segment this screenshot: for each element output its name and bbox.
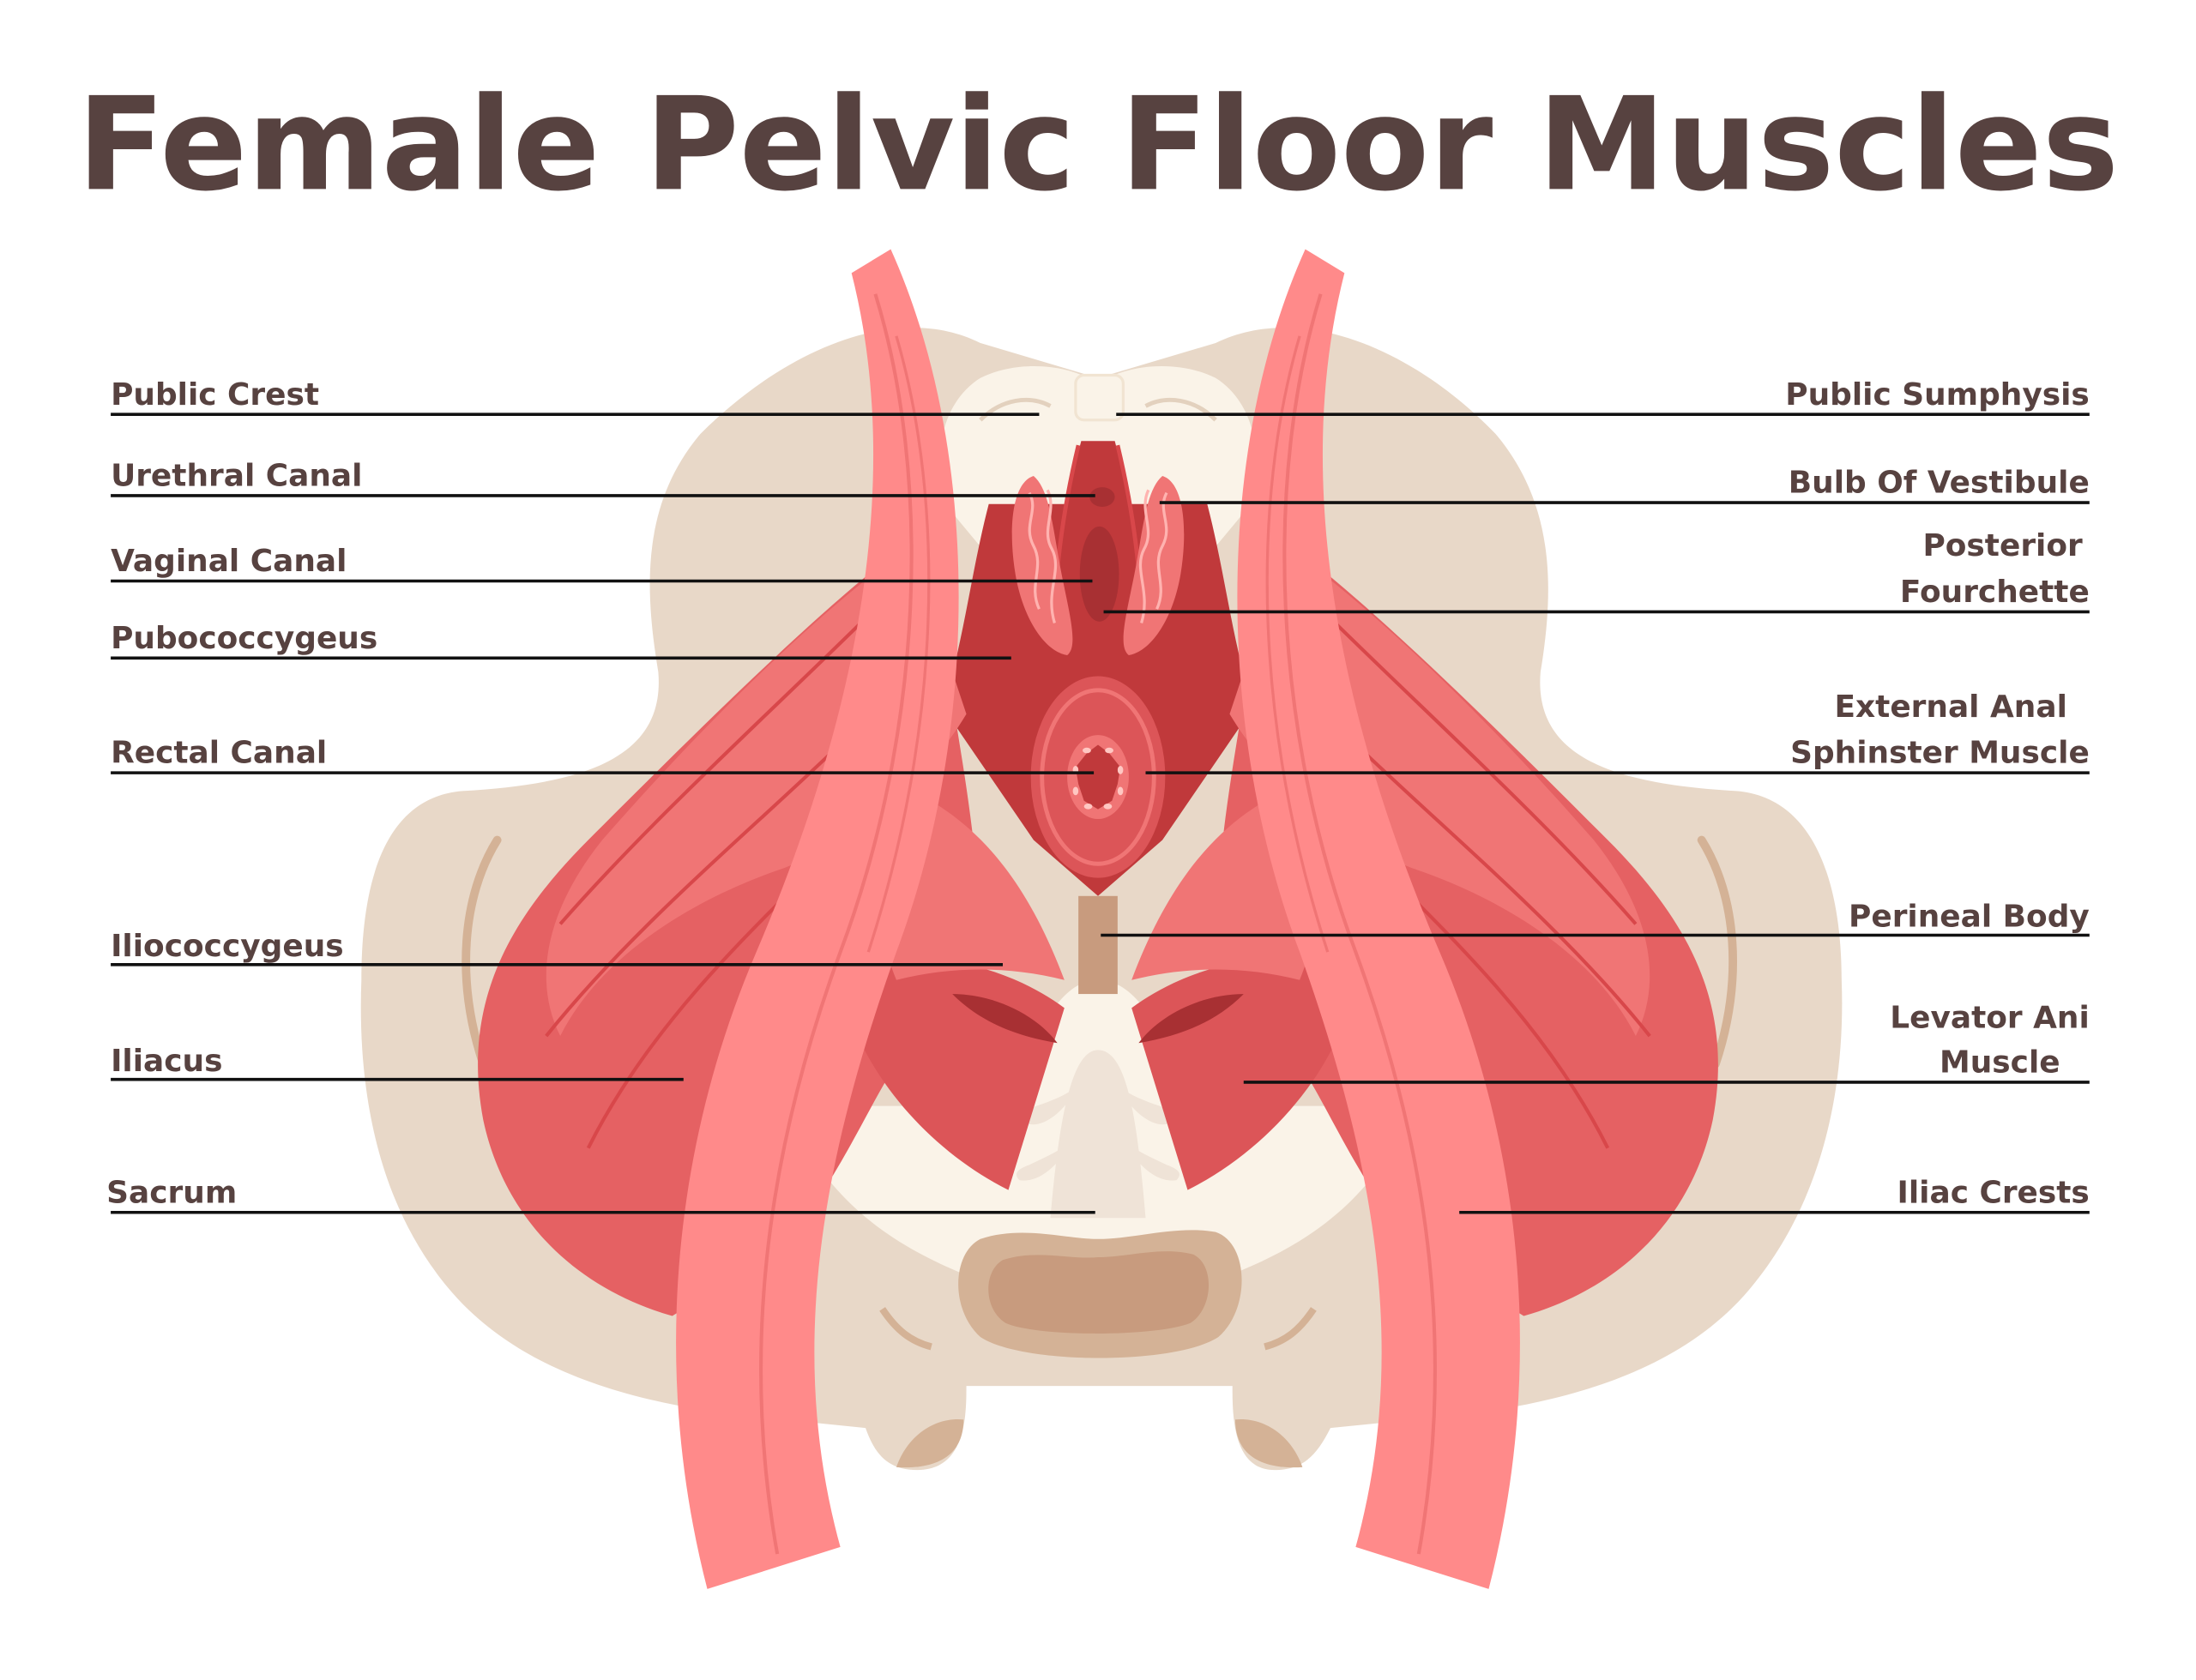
label-public-crest: Public Crest: [111, 377, 319, 412]
label-levator-ani-line1: Levator Ani: [1890, 1000, 2090, 1035]
label-public-sumphysis: Public Sumphysis: [1785, 377, 2090, 412]
iliacus-left-strap: [676, 249, 959, 1589]
label-iliac-crests: Iliac Crests: [1897, 1175, 2089, 1210]
page-title: Female Pelvic Floor Muscles: [77, 70, 2119, 220]
label-iliococcygeus: Iliococcygeus: [111, 929, 344, 964]
label-urethral-canal: Urethral Canal: [111, 458, 362, 493]
anal-sphincter: [1030, 676, 1166, 878]
iliacus-right-strap: [1237, 249, 1520, 1589]
perineal-body: [1078, 895, 1118, 995]
label-sacrum: Sacrum: [106, 1175, 237, 1210]
label-iliacus: Iliacus: [111, 1044, 222, 1079]
leader-lines: [111, 412, 2090, 1214]
label-external-anal-sphincter-line2: Sphinster Muscle: [1790, 736, 2090, 771]
label-perineal-body: Perineal Body: [1849, 900, 2090, 935]
label-rectal-canal: Rectal Canal: [111, 736, 327, 771]
label-pubococcygeus: Pubococcygeus: [111, 621, 377, 656]
label-levator-ani-line2: Muscle: [1940, 1045, 2060, 1080]
label-vaginal-canal: Vaginal Canal: [111, 544, 347, 579]
label-posterior-fourchette-line2: Fourchette: [1900, 575, 2090, 610]
label-bulb-of-vestibule: Bulb Of Vestibule: [1789, 466, 2090, 501]
label-external-anal-sphincter-line1: External Anal: [1834, 689, 2066, 725]
sacrum: [784, 979, 1415, 1358]
label-posterior-fourchette-line1: Posterior: [1922, 528, 2083, 563]
